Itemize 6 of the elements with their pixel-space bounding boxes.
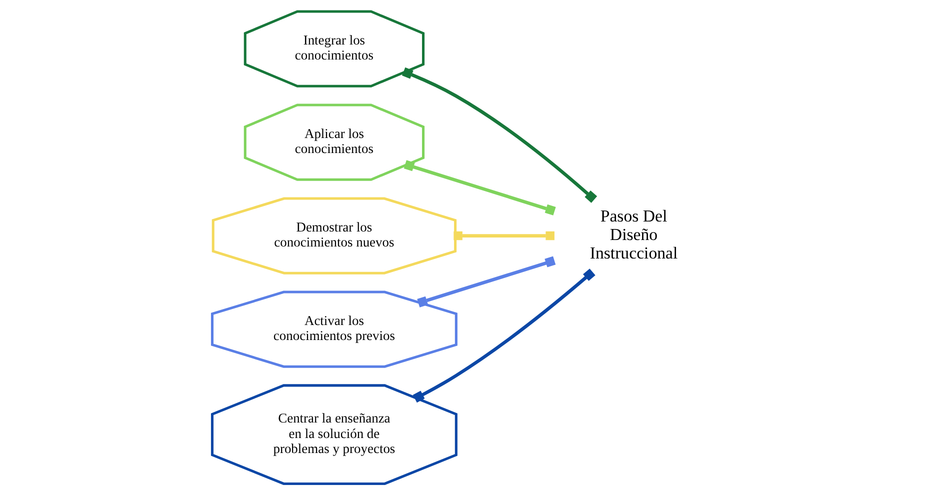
connector bbox=[403, 160, 556, 216]
connector bbox=[453, 231, 554, 240]
connector bbox=[416, 256, 556, 308]
connector bbox=[401, 67, 597, 203]
node-text: Pasos Del Diseño Instruccional bbox=[589, 206, 678, 263]
connector bbox=[412, 268, 595, 403]
